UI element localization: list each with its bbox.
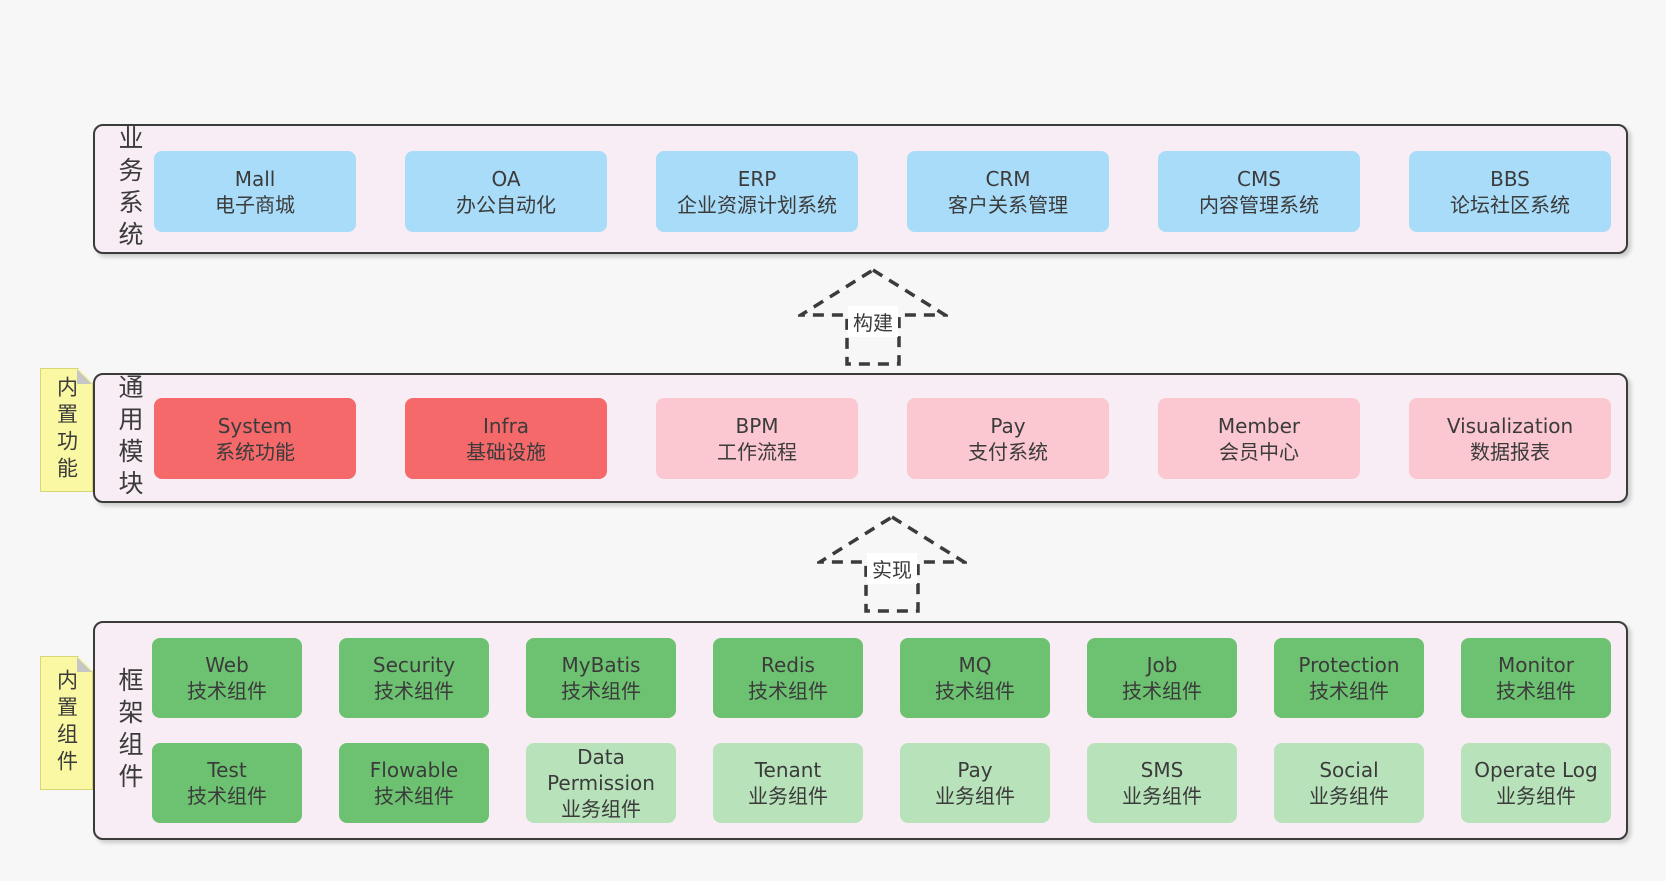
node-cms: CMS 内容管理系统 <box>1158 151 1360 232</box>
node-title: Flowable <box>369 758 459 782</box>
node-visualization: Visualization 数据报表 <box>1409 398 1611 479</box>
node-pay-system: Pay 支付系统 <box>907 398 1109 479</box>
node-subtitle: 论坛社区系统 <box>1450 192 1570 217</box>
node-test: Test 技术组件 <box>152 743 302 823</box>
node-mall: Mall 电子商城 <box>154 151 356 232</box>
node-title: Mall <box>234 166 276 191</box>
node-bbs: BBS 论坛社区系统 <box>1409 151 1611 232</box>
node-subtitle: 业务组件 <box>561 797 641 821</box>
node-title: System <box>217 413 293 438</box>
node-security: Security 技术组件 <box>339 638 489 718</box>
sticky-note-built-in-components: 内置组件 <box>40 656 93 790</box>
node-title: Monitor <box>1497 653 1575 677</box>
node-title: SMS <box>1140 758 1184 782</box>
node-title: Social <box>1319 758 1379 782</box>
node-subtitle: 支付系统 <box>968 439 1048 464</box>
band-common-modules: 通用模块 System 系统功能 Infra 基础设施 BPM 工作流程 Pay… <box>93 373 1628 503</box>
node-title: BBS <box>1490 166 1530 191</box>
node-subtitle: 技术组件 <box>1496 679 1576 703</box>
band-business-systems: 业务系统 Mall 电子商城 OA 办公自动化 ERP 企业资源计划系统 CRM… <box>93 124 1628 254</box>
sticky-note-label: 内置功能 <box>54 376 79 484</box>
node-web: Web 技术组件 <box>152 638 302 718</box>
node-title: Job <box>1146 653 1178 677</box>
node-subtitle: 技术组件 <box>374 679 454 703</box>
node-title: Pay <box>957 758 993 782</box>
node-title: Redis <box>761 653 815 677</box>
node-protection: Protection 技术组件 <box>1274 638 1424 718</box>
node-subtitle: 企业资源计划系统 <box>677 192 837 217</box>
arrow-build-label: 构建 <box>848 306 898 337</box>
node-mq: MQ 技术组件 <box>900 638 1050 718</box>
arrow-build: 构建 <box>798 268 948 368</box>
node-subtitle: 会员中心 <box>1219 439 1299 464</box>
node-redis: Redis 技术组件 <box>713 638 863 718</box>
node-subtitle: 业务组件 <box>1496 784 1576 808</box>
node-subtitle: 业务组件 <box>748 784 828 808</box>
node-title: Infra <box>482 413 530 438</box>
node-title: Visualization <box>1446 413 1574 438</box>
node-member: Member 会员中心 <box>1158 398 1360 479</box>
node-tenant: Tenant 业务组件 <box>713 743 863 823</box>
node-subtitle: 业务组件 <box>1122 784 1202 808</box>
node-sms: SMS 业务组件 <box>1087 743 1237 823</box>
node-flowable: Flowable 技术组件 <box>339 743 489 823</box>
node-bpm: BPM 工作流程 <box>656 398 858 479</box>
node-title: Protection <box>1298 653 1400 677</box>
band-label-business-systems: 业务系统 <box>115 125 144 253</box>
arrow-implement: 实现 <box>817 515 967 615</box>
node-subtitle: 客户关系管理 <box>948 192 1068 217</box>
node-operate-log: Operate Log 业务组件 <box>1461 743 1611 823</box>
node-subtitle: 系统功能 <box>215 439 295 464</box>
node-subtitle: 工作流程 <box>717 439 797 464</box>
node-title: Pay <box>990 413 1026 438</box>
node-title: CMS <box>1237 166 1281 191</box>
node-subtitle: 技术组件 <box>935 679 1015 703</box>
node-subtitle: 数据报表 <box>1470 439 1550 464</box>
node-job: Job 技术组件 <box>1087 638 1237 718</box>
node-subtitle: 内容管理系统 <box>1199 192 1319 217</box>
node-pay-biz: Pay 业务组件 <box>900 743 1050 823</box>
node-social: Social 业务组件 <box>1274 743 1424 823</box>
node-subtitle: 技术组件 <box>187 784 267 808</box>
node-subtitle: 技术组件 <box>187 679 267 703</box>
sticky-note-built-in-features: 内置功能 <box>40 368 93 492</box>
node-subtitle: 办公自动化 <box>456 192 556 217</box>
node-title: MyBatis <box>561 653 641 677</box>
node-title: Tenant <box>754 758 822 782</box>
node-subtitle: 技术组件 <box>1309 679 1389 703</box>
node-title: Web <box>205 653 249 677</box>
node-subtitle: 技术组件 <box>1122 679 1202 703</box>
node-crm: CRM 客户关系管理 <box>907 151 1109 232</box>
node-title: CRM <box>985 166 1031 191</box>
node-mybatis: MyBatis 技术组件 <box>526 638 676 718</box>
sticky-note-label: 内置组件 <box>54 669 79 777</box>
node-title: Operate Log <box>1474 758 1598 782</box>
node-title: Data Permission <box>547 745 655 795</box>
node-erp: ERP 企业资源计划系统 <box>656 151 858 232</box>
node-title: OA <box>491 166 521 191</box>
node-title: MQ <box>958 653 992 677</box>
node-subtitle: 业务组件 <box>935 784 1015 808</box>
node-subtitle: 技术组件 <box>561 679 641 703</box>
node-system: System 系统功能 <box>154 398 356 479</box>
node-title: Test <box>207 758 247 782</box>
node-title: Member <box>1217 413 1301 438</box>
band-label-common-modules: 通用模块 <box>115 374 144 502</box>
node-data-permission: Data Permission 业务组件 <box>526 743 676 823</box>
node-subtitle: 业务组件 <box>1309 784 1389 808</box>
node-subtitle: 基础设施 <box>466 439 546 464</box>
node-title: BPM <box>735 413 779 438</box>
node-oa: OA 办公自动化 <box>405 151 607 232</box>
node-monitor: Monitor 技术组件 <box>1461 638 1611 718</box>
band-framework-components: 框架组件 Web 技术组件 Security 技术组件 MyBatis 技术组件… <box>93 621 1628 840</box>
node-subtitle: 电子商城 <box>215 192 295 217</box>
node-title: Security <box>372 653 456 677</box>
node-infra: Infra 基础设施 <box>405 398 607 479</box>
node-subtitle: 技术组件 <box>748 679 828 703</box>
node-title: ERP <box>737 166 777 191</box>
node-subtitle: 技术组件 <box>374 784 454 808</box>
band-label-framework-components: 框架组件 <box>115 666 144 795</box>
arrow-implement-label: 实现 <box>867 553 917 584</box>
